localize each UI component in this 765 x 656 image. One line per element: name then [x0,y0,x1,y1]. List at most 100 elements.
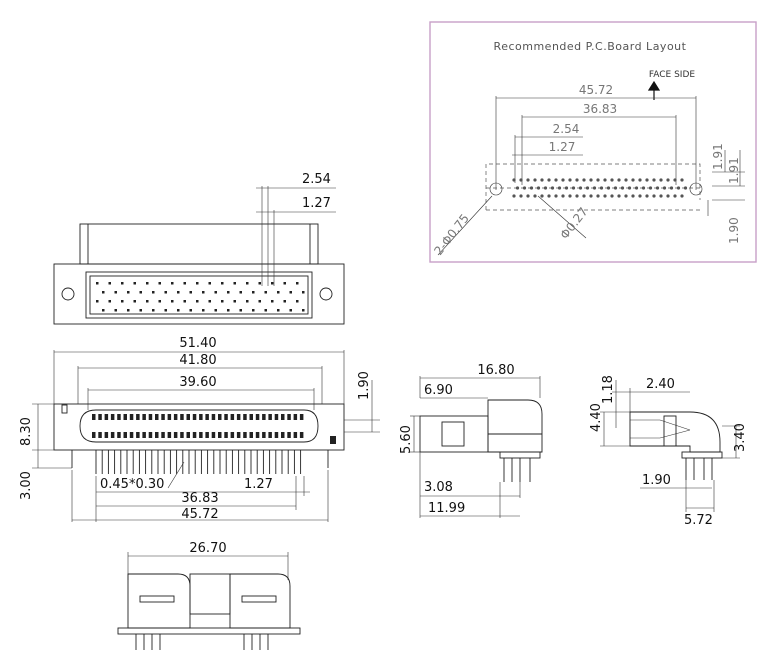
front-view-contact [199,414,203,420]
front-view-contact [167,414,172,420]
front-view-contact [92,414,96,420]
pcb-pin-hole [617,178,621,182]
pcb-pin-hole [596,178,600,182]
top-view-pin [252,309,255,312]
top-view-pin [246,282,249,285]
top-view-pin [296,300,299,303]
front-view-contact [173,432,178,438]
top-view-pin [302,309,305,312]
pcb-pin-hole [603,194,607,198]
pcb-pin-hole [529,186,534,190]
top-view-pin [164,291,167,294]
front-view-contact [186,432,190,438]
top-view-pin [289,309,292,312]
front-view-contact [281,414,285,420]
top-view-pin [271,300,274,303]
pcb-pin-hole [648,186,653,190]
front-view-contact [142,414,146,420]
pcb-pin-hole [655,186,660,190]
pcb-pin-hole [620,186,625,190]
top-view-pin [239,291,242,294]
pcb-pin-hole [550,186,555,190]
top-view-pin [127,291,130,294]
top-view-pin [171,300,174,303]
pcb-pin-hole [592,186,597,190]
pcb-pin-hole [659,194,663,198]
pcb-pin-hole [561,194,565,198]
top-view-pin [264,309,267,312]
front-view-contact [167,432,172,438]
pcb-pin-hole [557,186,562,190]
top-view-pin [214,291,217,294]
top-view-pin [271,282,274,285]
pcb-pin-hole [603,178,607,182]
front-view-contact [186,414,190,420]
top-view-pin [202,291,205,294]
front-view-contact [180,414,184,420]
front-view-contact [255,414,260,420]
pcb-dim-1-91-b: 1.91 [727,157,741,184]
bottom-view: 26.70 [117,541,301,650]
front-view-contact [287,414,291,420]
pcb-pin-hole [606,186,611,190]
pcb-pin-hole [547,178,551,182]
top-view-pin [114,309,117,312]
pcb-pin-hole [512,194,516,198]
front-view-contact [218,432,222,438]
front-view-contact [92,432,96,438]
pcb-pin-hole [613,186,618,190]
pcb-pin-hole [540,194,544,198]
top-view-pin [227,309,230,312]
pcb-pin-hole [631,178,635,182]
pcb-pin-hole [638,194,642,198]
front-view-contact [243,414,247,420]
pcb-dim-1-91-a: 1.91 [711,143,725,170]
front-view-contact [293,414,298,420]
top-view-pin [221,300,224,303]
front-view-contact [211,414,216,420]
pcb-pin-hole [662,186,667,190]
face-side-label: FACE SIDE [649,70,695,80]
front-view-contact [161,414,165,420]
front-view-contact [148,414,153,420]
front-dim-1-27: 1.27 [244,477,273,492]
top-view-pin [133,300,136,303]
top-view-pin [177,291,180,294]
pcb-pin-hole [617,194,621,198]
front-view-contact [262,414,266,420]
top-view-pin [233,300,236,303]
pcb-pin-hole [631,194,635,198]
front-view-contact [211,432,216,438]
front-view-contact [123,432,127,438]
front-view-contact [155,432,159,438]
top-view-pin [258,282,261,285]
pcb-pin-hole [540,178,544,182]
front-view-contact [287,432,291,438]
top-view-pin [133,282,136,285]
top-view-pin [189,291,192,294]
pcb-dim-2-54: 2.54 [553,122,580,136]
pcb-pin-hole [568,178,572,182]
front-view-contact [148,432,153,438]
front-view-contact [129,432,134,438]
side1-dim-5-60: 5.60 [399,425,414,454]
top-view-pin [121,282,124,285]
top-view-pin [196,282,199,285]
front-view-contact [129,414,134,420]
top-view-pin [102,291,105,294]
side2-dim-1-90: 1.90 [642,473,671,488]
side-view-2: 2.40 1.18 4.40 3.40 1.90 5.72 [589,375,748,528]
front-view-contact [123,414,127,420]
front-view-contact [224,432,228,438]
top-view-pin [139,291,142,294]
pcb-dim-1-27: 1.27 [549,140,576,154]
pcb-pin-hole [575,178,579,182]
pcb-pin-hole [515,186,520,190]
front-view-contact [192,432,197,438]
pcb-pin-hole [589,194,593,198]
top-view-pin [102,309,105,312]
front-view-contact [192,414,197,420]
front-dim-41-80: 41.80 [179,353,216,368]
side-view-1: 16.80 6.90 5.60 3.08 11.99 [399,363,543,518]
